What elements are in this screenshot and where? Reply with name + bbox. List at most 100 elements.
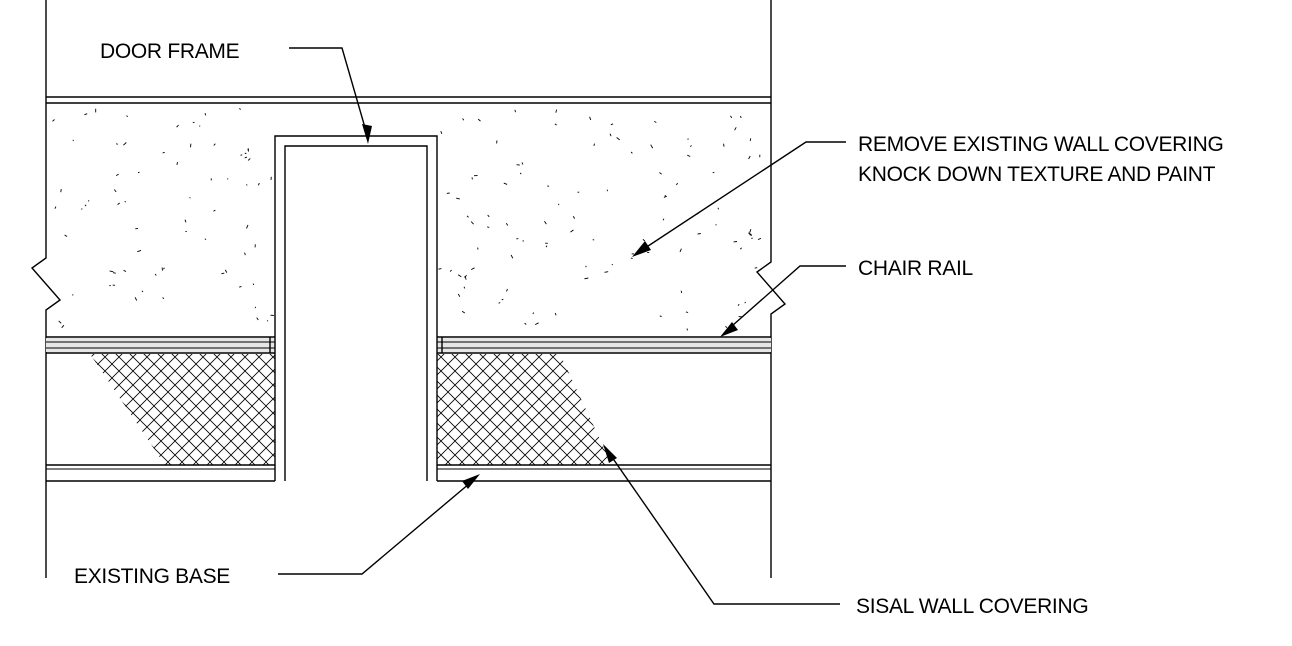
texture-speck xyxy=(757,237,762,241)
texture-speck xyxy=(113,189,117,193)
texture-speck xyxy=(109,270,114,273)
texture-speck xyxy=(514,109,516,113)
texture-speck xyxy=(630,151,633,154)
texture-speck xyxy=(84,113,88,116)
texture-speck xyxy=(112,272,116,274)
texture-speck xyxy=(137,249,142,253)
texture-speck xyxy=(240,154,243,156)
texture-speck xyxy=(163,267,165,270)
texture-speck xyxy=(464,276,467,280)
texture-speck xyxy=(257,182,260,186)
texture-speck xyxy=(554,312,557,316)
texture-speck xyxy=(524,322,527,325)
texture-speck xyxy=(470,267,475,270)
label-sisal: SISAL WALL COVERING xyxy=(856,595,1088,618)
texture-speck xyxy=(609,133,612,137)
texture-speck xyxy=(510,254,514,259)
texture-speck xyxy=(81,208,83,210)
texture-speck xyxy=(88,200,90,202)
texture-speck xyxy=(534,322,539,325)
texture-speck xyxy=(593,143,595,147)
texture-speck xyxy=(585,265,587,268)
texture-speck xyxy=(252,283,255,286)
texture-speck xyxy=(123,269,127,272)
texture-speck xyxy=(519,172,522,175)
texture-speck xyxy=(256,317,259,321)
texture-speck xyxy=(457,274,462,278)
texture-speck xyxy=(244,252,246,256)
texture-speck xyxy=(487,214,490,218)
texture-speck xyxy=(572,215,576,219)
texture-speck xyxy=(555,109,558,113)
texture-speck xyxy=(176,124,179,128)
texture-speck xyxy=(545,245,548,248)
texture-speck xyxy=(176,162,178,165)
texture-speck xyxy=(462,118,465,121)
texture-speck xyxy=(117,202,120,205)
texture-speck xyxy=(740,115,742,119)
texture-speck xyxy=(680,290,683,294)
texture-speck xyxy=(477,118,481,122)
texture-speck xyxy=(238,108,242,110)
texture-speck xyxy=(654,121,657,123)
texture-speck xyxy=(616,137,620,141)
label-chair-rail: CHAIR RAIL xyxy=(858,257,973,280)
texture-speck xyxy=(204,238,207,241)
texture-speck xyxy=(630,257,633,260)
knockdown-texture-stipple xyxy=(52,108,762,331)
texture-speck xyxy=(744,301,746,304)
texture-speck xyxy=(254,306,257,309)
existing-base xyxy=(46,464,771,482)
texture-speck xyxy=(154,273,157,276)
texture-speck xyxy=(457,293,461,297)
texture-speck xyxy=(64,234,68,237)
texture-speck xyxy=(544,220,547,225)
texture-speck xyxy=(685,311,689,313)
leader-existing-base xyxy=(278,474,480,575)
texture-speck xyxy=(61,324,65,329)
texture-speck xyxy=(659,172,662,175)
texture-speck xyxy=(244,152,247,155)
texture-speck xyxy=(739,247,742,250)
texture-speck xyxy=(748,155,751,160)
texture-speck xyxy=(610,123,614,126)
leader-sisal xyxy=(603,444,840,605)
texture-speck xyxy=(506,288,508,292)
door-frame xyxy=(274,135,438,481)
texture-speck xyxy=(141,290,144,293)
texture-speck xyxy=(84,204,87,207)
texture-speck xyxy=(466,215,469,218)
texture-speck xyxy=(247,158,251,161)
chair-rail-right xyxy=(437,336,771,354)
leader-chair-rail xyxy=(720,265,846,337)
texture-speck xyxy=(589,116,592,121)
texture-speck xyxy=(126,115,128,118)
texture-speck xyxy=(213,209,216,212)
texture-speck xyxy=(749,138,752,141)
texture-speck xyxy=(162,297,165,300)
texture-speck xyxy=(123,142,127,146)
texture-speck xyxy=(521,162,524,165)
texture-speck xyxy=(137,171,140,174)
texture-speck xyxy=(662,218,665,221)
texture-speck xyxy=(487,226,490,228)
texture-speck xyxy=(224,269,228,273)
texture-speck xyxy=(748,232,752,236)
texture-speck xyxy=(749,234,753,236)
texture-speck xyxy=(54,206,57,209)
texture-speck xyxy=(227,178,229,180)
texture-speck xyxy=(717,207,720,210)
texture-speck xyxy=(687,154,691,157)
texture-speck xyxy=(690,145,692,148)
texture-speck xyxy=(686,328,688,331)
texture-speck xyxy=(679,248,682,253)
texture-speck xyxy=(204,112,207,116)
texture-speck xyxy=(470,221,474,225)
texture-speck xyxy=(213,143,216,146)
texture-speck xyxy=(584,277,589,280)
texture-speck xyxy=(749,229,752,233)
texture-speck xyxy=(244,156,248,159)
texture-speck xyxy=(58,320,62,324)
texture-speck xyxy=(725,325,728,328)
